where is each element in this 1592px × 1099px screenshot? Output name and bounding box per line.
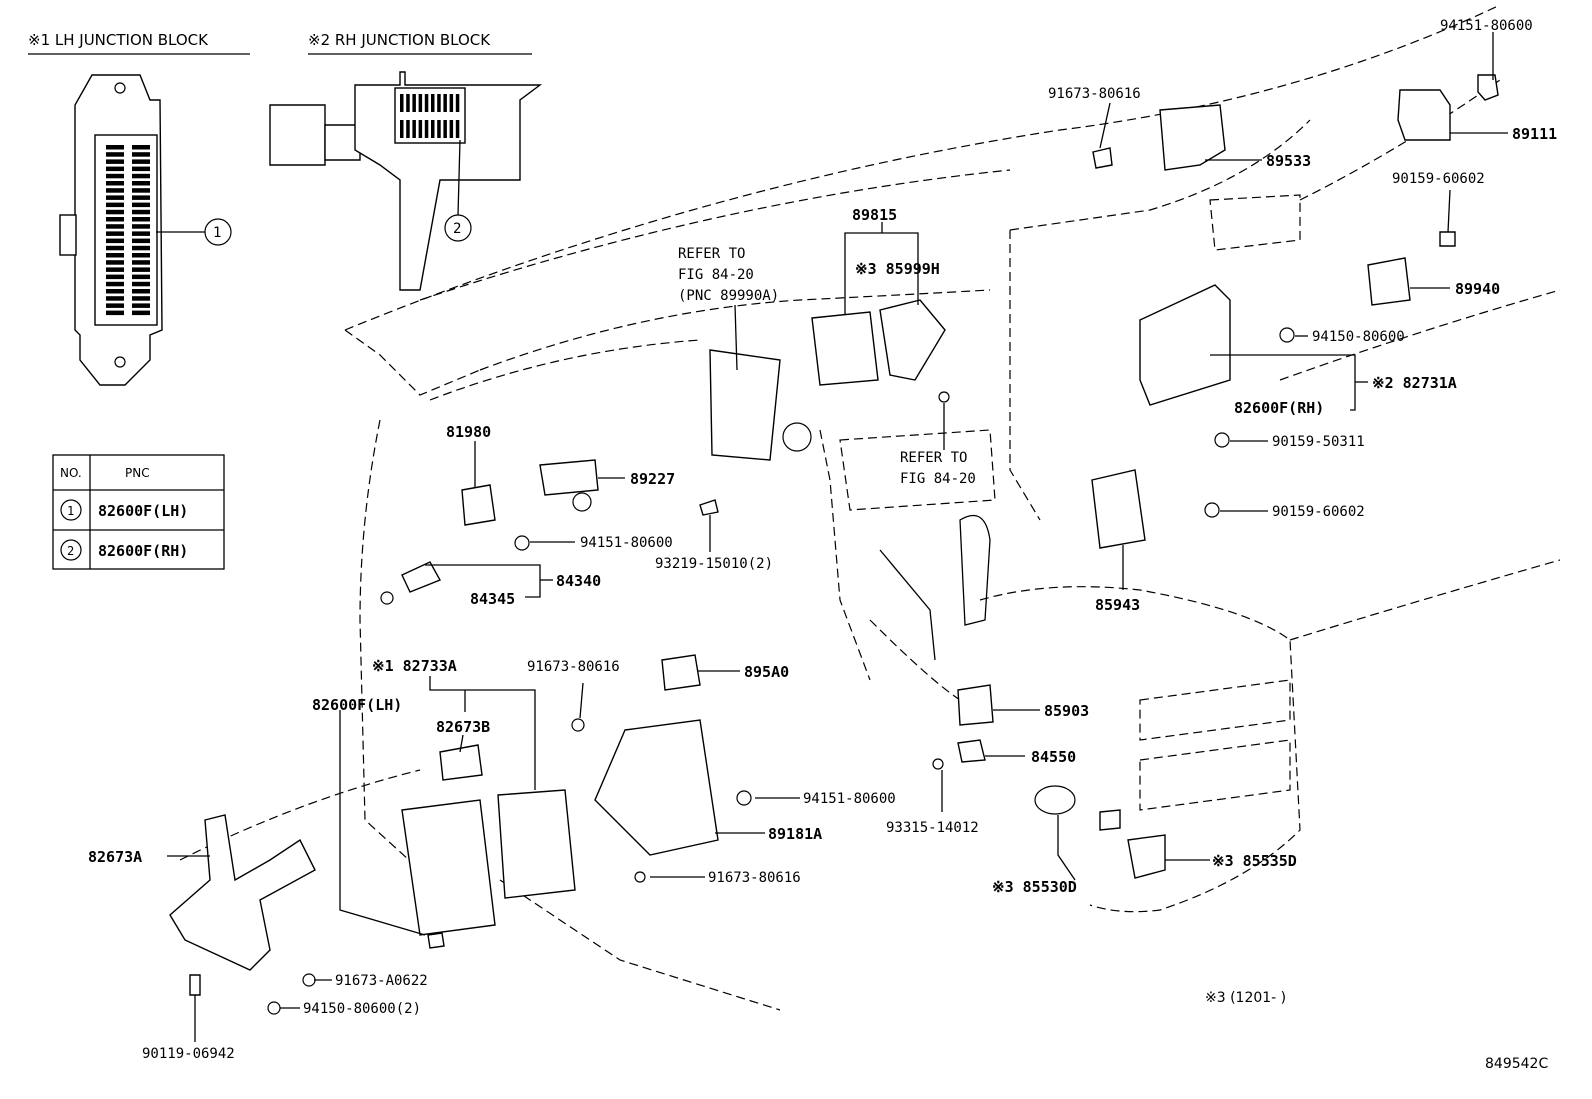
part-82600f-rh: 82600F(RH) — [1234, 399, 1324, 417]
rh-junction-block-title: ※2 RH JUNCTION BLOCK — [308, 31, 491, 49]
part-91673-80616-top: 91673-80616 — [1048, 86, 1141, 102]
pnc-row-1-pnc: 82600F(LH) — [98, 502, 188, 520]
rh-junction-block-drawing — [269, 71, 543, 291]
part-85903: 85903 — [1044, 702, 1089, 720]
part-82600f-lh: 82600F(LH) — [312, 696, 402, 714]
part-94151-80600-top: 94151-80600 — [1440, 18, 1533, 34]
callout-2 — [444, 214, 472, 242]
part-84550: 84550 — [1031, 748, 1076, 766]
part-82731a: ※2 82731A — [1372, 374, 1457, 392]
refer-note-1-line3: (PNC 89990A) — [678, 288, 779, 304]
pnc-row-2-no: 2 — [67, 544, 74, 558]
dashboard-outline — [179, 4, 1561, 1011]
figure-id: 849542C — [1485, 1056, 1548, 1072]
lh-connector-pins — [106, 145, 150, 316]
pnc-table: NO. PNC 1 82600F(LH) 2 82600F(RH) — [52, 454, 225, 570]
refer-note-2-line2: FIG 84-20 — [900, 471, 976, 487]
part-85530d: ※3 85530D — [992, 878, 1077, 896]
part-94151-80600-low: 94151-80600 — [803, 791, 896, 807]
callout-1-label: 1 — [213, 225, 221, 241]
part-84345: 84345 — [470, 590, 515, 608]
part-90119-06942: 90119-06942 — [142, 1046, 235, 1062]
part-89227: 89227 — [630, 470, 675, 488]
pnc-table-no-header: NO. — [60, 466, 82, 480]
part-85943: 85943 — [1095, 596, 1140, 614]
part-895a0: 895A0 — [744, 663, 789, 681]
component-sketches — [169, 74, 1499, 1015]
part-90159-50311: 90159-50311 — [1272, 434, 1365, 450]
lh-junction-block-drawing — [59, 74, 163, 386]
refer-note-1-line1: REFER TO — [678, 246, 745, 262]
part-89815: 89815 — [852, 206, 897, 224]
part-82733a: ※1 82733A — [372, 657, 457, 675]
part-labels: 94151-80600 89111 91673-80616 89533 9015… — [88, 18, 1557, 1062]
rh-connector-pins — [400, 94, 460, 138]
part-93315-14012: 93315-14012 — [886, 820, 979, 836]
part-89533: 89533 — [1266, 152, 1311, 170]
part-94151-80600-mid: 94151-80600 — [580, 535, 673, 551]
part-89940: 89940 — [1455, 280, 1500, 298]
callout-2-label: 2 — [453, 221, 461, 237]
pnc-table-pnc-header: PNC — [125, 466, 150, 480]
refer-note-1-line2: FIG 84-20 — [678, 267, 754, 283]
part-82673b: 82673B — [436, 718, 490, 736]
part-84340: 84340 — [556, 572, 601, 590]
lh-junction-block-title: ※1 LH JUNCTION BLOCK — [28, 31, 209, 49]
part-90159-60602-b: 90159-60602 — [1272, 504, 1365, 520]
leader-lines — [167, 32, 1508, 1042]
callout-1 — [204, 218, 232, 246]
part-89111: 89111 — [1512, 125, 1557, 143]
refer-note-2-line1: REFER TO — [900, 450, 967, 466]
part-93219-15010: 93219-15010(2) — [655, 556, 773, 572]
part-94150-80600-2: 94150-80600(2) — [303, 1001, 421, 1017]
part-82673a: 82673A — [88, 848, 142, 866]
part-90159-60602-a: 90159-60602 — [1392, 171, 1485, 187]
part-81980: 81980 — [446, 423, 491, 441]
part-91673-a0622: 91673-A0622 — [335, 973, 428, 989]
part-91673-80616-mid: 91673-80616 — [527, 659, 620, 675]
footnote: ※3 (1201- ) — [1205, 990, 1286, 1006]
part-85999h: ※3 85999H — [855, 260, 940, 278]
pnc-row-1-no: 1 — [67, 504, 74, 518]
pnc-row-2-pnc: 82600F(RH) — [98, 542, 188, 560]
part-85535d: ※3 85535D — [1212, 852, 1297, 870]
callout-leader-2 — [457, 139, 461, 216]
part-89181a: 89181A — [768, 825, 822, 843]
part-91673-80616-low: 91673-80616 — [708, 870, 801, 886]
part-94150-80600-r: 94150-80600 — [1312, 329, 1405, 345]
